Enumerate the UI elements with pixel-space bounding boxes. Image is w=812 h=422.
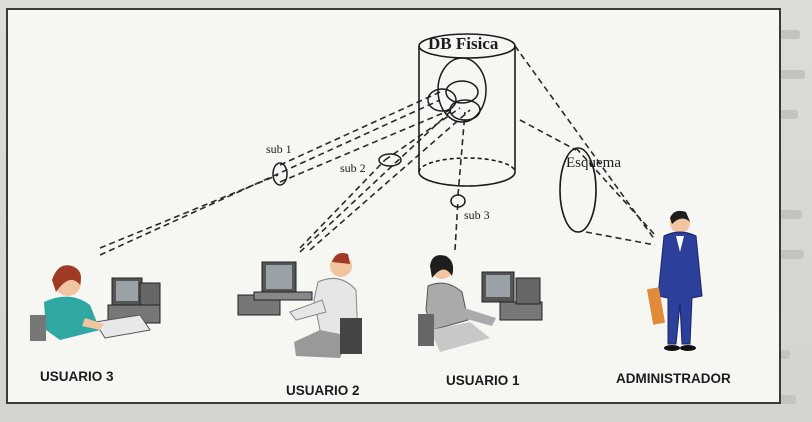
db-label: DB Fisica: [428, 34, 499, 53]
line-sub2-db: [384, 107, 461, 161]
administrador-label: ADMINISTRADOR: [616, 371, 731, 386]
sub3-label: sub 3: [464, 208, 490, 222]
line-user2-db-b: [309, 109, 471, 251]
sub2-label: sub 2: [340, 161, 366, 175]
diagram-frame: [6, 8, 781, 404]
line-user2-db: [299, 109, 453, 253]
sub3-ellipse: [450, 194, 466, 208]
database-inner-ellipses: [427, 57, 487, 123]
usuario-3-label: USUARIO 3: [40, 369, 114, 384]
sub1-ellipse: [272, 162, 288, 186]
line-sub3-db: [457, 111, 466, 196]
usuario-3-figure: [30, 265, 161, 341]
line-user3-sub1: [99, 174, 279, 249]
schema-label: Esquema: [566, 155, 621, 171]
line-db-schema: [519, 119, 577, 151]
schema-ellipse: [559, 147, 597, 233]
sub1-label: sub 1: [266, 142, 292, 156]
line-user3-db: [99, 99, 441, 256]
database-cylinder: [418, 33, 516, 187]
usuario-1-figure: [418, 255, 543, 352]
administrador-figure: [646, 210, 703, 351]
usuario-1-label: USUARIO 1: [446, 373, 520, 388]
line-sub1-db-top: [279, 91, 441, 166]
line-user1-sub3: [454, 199, 459, 251]
line-schema-admin-bottom: [585, 231, 656, 246]
line-sub1-db-bottom: [279, 107, 456, 183]
line-user2-sub2: [299, 159, 386, 249]
usuario-2-figure: [237, 253, 362, 358]
sub2-ellipse: [378, 153, 402, 167]
usuario-2-label: USUARIO 2: [286, 383, 360, 398]
connection-lines: [99, 45, 656, 256]
